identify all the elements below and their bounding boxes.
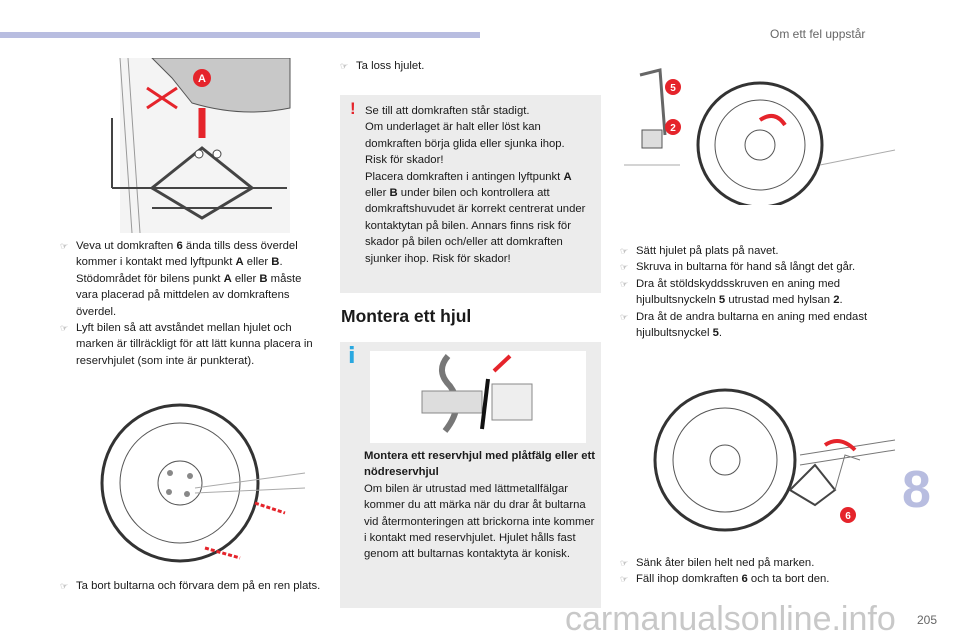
text-segment: ända tills dess överdel kommer i kontakt…: [76, 240, 298, 269]
remove-bolts-figure: [100, 403, 306, 563]
text-segment: eller: [365, 187, 390, 200]
jack-lift-point-figure: A: [111, 58, 291, 233]
text-segment: eller: [231, 272, 260, 285]
svg-text:2: 2: [670, 123, 676, 134]
bullet-item: ☞ Sätt hjulet på plats på navet.: [620, 243, 905, 259]
text-segment: Ta bort bultarna och förvara dem på en r…: [76, 580, 321, 592]
text-segment: B: [389, 187, 398, 200]
text-segment: A: [235, 256, 244, 269]
svg-text:6: 6: [845, 511, 851, 522]
text-segment: Ta loss hjulet.: [356, 60, 425, 72]
lower-car-figure: 6: [653, 388, 896, 532]
left-bottom-steps: ☞ Ta bort bultarna och förvara dem på en …: [60, 578, 325, 594]
bullet-item: ☞ Lyft bilen så att avståndet mellan hjul…: [60, 320, 325, 369]
right-bottom-steps: ☞ Sänk åter bilen helt ned på marken. ☞ Fäl…: [620, 555, 905, 588]
wheel-bolt-figure: [370, 351, 586, 443]
text-segment: Skruva in bultarna för hand så långt det…: [636, 261, 856, 274]
text-segment: 5: [718, 294, 726, 307]
svg-text:A: A: [198, 73, 206, 85]
text-segment: Sätt hjulet på plats på navet.: [636, 245, 779, 257]
paragraph: Placera domkraften i antingen lyftpunkt …: [365, 169, 593, 267]
info-icon: i: [348, 344, 356, 369]
pointing-hand-icon: ☞: [620, 574, 629, 585]
svg-text:5: 5: [670, 83, 676, 94]
left-steps: ☞ Veva ut domkraften 6 ända tills dess öv…: [60, 238, 325, 369]
text-segment: måste vara placerad på mittdelen av domk…: [76, 272, 302, 318]
middle-steps: ☞ Ta loss hjulet.: [340, 58, 600, 74]
text-segment: Dra åt stöldskyddsskruven en aning med h…: [636, 277, 841, 307]
bullet-item: ☞ Dra åt stöldskyddsskruven en aning med …: [620, 276, 905, 309]
text-segment: B: [271, 256, 280, 269]
bullet-item: ☞ Sänk åter bilen helt ned på marken.: [620, 555, 905, 571]
info-title: Montera ett reservhjul med plåtfälg elle…: [364, 450, 596, 479]
page-number: 205: [917, 613, 938, 627]
text-segment: A: [223, 272, 232, 285]
pointing-hand-icon: ☞: [620, 278, 629, 289]
text-segment: Om underlaget är halt eller löst kan dom…: [365, 121, 565, 150]
text-segment: A: [563, 170, 572, 183]
text-segment: Lyft bilen så att avståndet mellan hjule…: [76, 322, 313, 367]
text-segment: eller: [243, 256, 272, 269]
chapter-number: 8: [902, 461, 931, 519]
paragraph: Se till att domkraften står stadigt.: [365, 103, 593, 119]
text-segment: Se till att domkraften står stadigt.: [365, 105, 530, 117]
warning-box: ! Se till att domkraften står stadigt. Om…: [340, 95, 601, 293]
text-segment: Dra åt de andra bultarna en aning med en…: [636, 310, 868, 340]
lift-point-badge: [193, 69, 211, 87]
text-segment: . Stödområdet för bilens punkt: [76, 256, 283, 285]
text-segment: Veva ut domkraften: [76, 240, 177, 252]
text-segment: .: [718, 327, 723, 340]
bullet-item: ☞ Fäll ihop domkraften 6 och ta bort den.: [620, 571, 905, 587]
paragraph: Risk för skador!: [365, 152, 593, 168]
section-heading: Montera ett hjul: [341, 306, 472, 326]
pointing-hand-icon: ☞: [620, 311, 629, 322]
info-box: i Montera ett reservhjul med plåtfälg el…: [340, 342, 601, 608]
bullet-item: ☞ Dra åt de andra bultarna en aning med e…: [620, 309, 905, 342]
text-segment: under bilen och kontrollera att domkraft…: [365, 187, 586, 265]
pointing-hand-icon: ☞: [620, 246, 629, 256]
pointing-hand-icon: ☞: [60, 241, 69, 251]
bullet-item: ☞ Skruva in bultarna för hand så långt de…: [620, 259, 905, 275]
fit-wheel-figure: 5 2: [624, 68, 896, 205]
paragraph: Om underlaget är halt eller löst kan dom…: [365, 119, 593, 152]
text-segment: 2: [833, 294, 840, 307]
header-accent-bar: [0, 32, 480, 38]
section-title: Om ett fel uppstår: [770, 27, 866, 41]
bullet-item: ☞ Ta bort bultarna och förvara dem på en …: [60, 578, 325, 594]
right-steps: ☞ Sätt hjulet på plats på navet. ☞ Skruva i…: [620, 243, 905, 341]
text-segment: och ta bort den.: [747, 573, 830, 586]
warning-text: Se till att domkraften står stadigt. Om u…: [365, 103, 593, 267]
pointing-hand-icon: ☞: [620, 558, 629, 568]
exclamation-icon: !: [350, 99, 356, 118]
text-segment: .: [839, 294, 843, 307]
bullet-item: ☞ Veva ut domkraften 6 ända tills dess öv…: [60, 238, 325, 320]
text-segment: utrustad med hylsan: [725, 294, 834, 307]
text-segment: 6: [176, 240, 183, 252]
text-segment: Placera domkraften i antingen lyftpunkt: [365, 170, 564, 183]
text-segment: Fäll ihop domkraften: [636, 573, 742, 586]
text-segment: Risk för skador!: [365, 154, 444, 167]
info-body: Om bilen är utrustad med lättmetallfälga…: [364, 482, 595, 561]
text-segment: Sänk åter bilen helt ned på marken.: [636, 557, 815, 569]
text-segment: 5: [712, 327, 719, 340]
text-segment: B: [259, 272, 268, 285]
watermark: carmanualsonline.info: [565, 600, 896, 638]
pointing-hand-icon: ☞: [340, 61, 349, 71]
text-segment: 6: [741, 573, 748, 586]
pointing-hand-icon: ☞: [60, 581, 69, 591]
bullet-item: ☞ Ta loss hjulet.: [340, 58, 600, 74]
pointing-hand-icon: ☞: [620, 262, 629, 273]
pointing-hand-icon: ☞: [60, 323, 69, 334]
